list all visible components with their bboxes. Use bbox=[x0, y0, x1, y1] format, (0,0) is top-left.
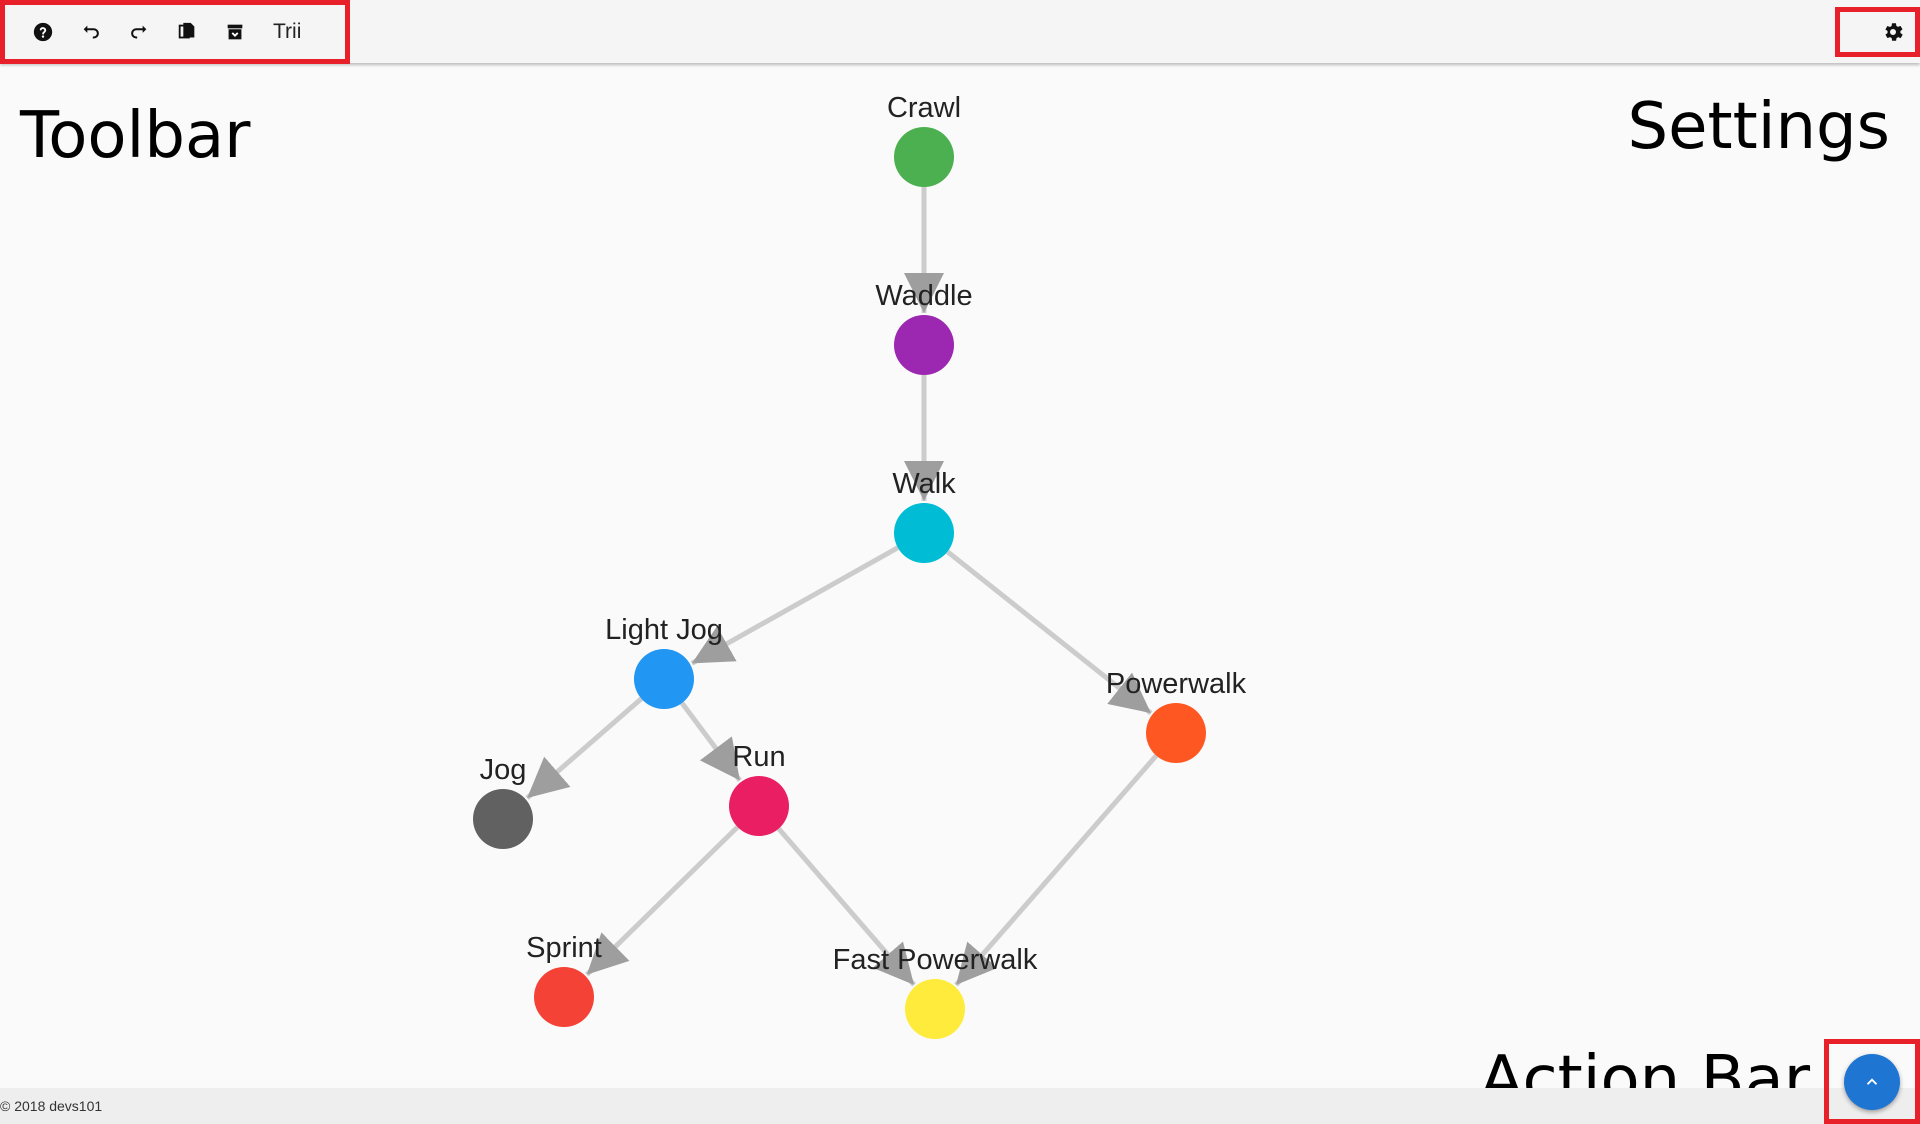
toolbar-annotation: Toolbar bbox=[20, 99, 251, 173]
node-label-run: Run bbox=[732, 741, 785, 773]
top-app-bar: Trii bbox=[0, 0, 1920, 64]
node-label-waddle: Waddle bbox=[875, 280, 972, 312]
settings-annotation: Settings bbox=[1627, 90, 1891, 164]
edge-lightjog-run bbox=[679, 701, 742, 782]
node-jog[interactable]: Jog bbox=[473, 754, 533, 849]
node-label-fastpowerwalk: Fast Powerwalk bbox=[833, 944, 1038, 976]
node-circle-lightjog[interactable] bbox=[634, 649, 694, 709]
graph-edges bbox=[525, 187, 1159, 987]
edge-walk-lightjog bbox=[690, 545, 900, 666]
node-powerwalk[interactable]: Powerwalk bbox=[1106, 668, 1247, 763]
copy-icon bbox=[178, 22, 195, 39]
node-label-jog: Jog bbox=[480, 754, 527, 786]
help-circle-icon bbox=[33, 22, 53, 42]
node-label-powerwalk: Powerwalk bbox=[1106, 668, 1247, 700]
node-circle-run[interactable] bbox=[729, 776, 789, 836]
action-bar bbox=[1824, 1039, 1920, 1124]
copyright-text: © 2018 devs101 bbox=[0, 1098, 103, 1114]
help-button[interactable] bbox=[19, 8, 67, 56]
node-fastpowerwalk[interactable]: Fast Powerwalk bbox=[833, 944, 1038, 1039]
node-label-sprint: Sprint bbox=[526, 932, 602, 964]
node-sprint[interactable]: Sprint bbox=[526, 932, 602, 1027]
node-label-lightjog: Light Jog bbox=[605, 614, 723, 646]
redo-button[interactable] bbox=[115, 8, 163, 56]
node-run[interactable]: Run bbox=[729, 741, 789, 836]
node-circle-sprint[interactable] bbox=[534, 967, 594, 1027]
archive-icon bbox=[227, 24, 243, 40]
node-label-walk: Walk bbox=[892, 468, 956, 500]
expand-action-button[interactable] bbox=[1844, 1053, 1900, 1110]
app-title[interactable]: Trii bbox=[273, 20, 302, 43]
edge-lightjog-jog bbox=[525, 696, 644, 800]
settings-area bbox=[1835, 7, 1920, 57]
node-lightjog[interactable]: Light Jog bbox=[605, 614, 723, 709]
node-circle-fastpowerwalk[interactable] bbox=[905, 979, 965, 1039]
node-walk[interactable]: Walk bbox=[892, 468, 956, 563]
node-circle-jog[interactable] bbox=[473, 789, 533, 849]
edge-run-sprint bbox=[585, 825, 740, 977]
node-circle-waddle[interactable] bbox=[894, 315, 954, 375]
gear-icon[interactable] bbox=[1881, 20, 1905, 44]
node-waddle[interactable]: Waddle bbox=[875, 280, 973, 375]
archive-button[interactable] bbox=[211, 8, 259, 56]
edge-powerwalk-fastpowerwalk bbox=[954, 753, 1159, 987]
footer: © 2018 devs101 bbox=[0, 1088, 1920, 1124]
chevron-up-icon bbox=[1866, 1077, 1878, 1085]
node-circle-crawl[interactable] bbox=[894, 127, 954, 187]
node-circle-walk[interactable] bbox=[894, 503, 954, 563]
edge-run-fastpowerwalk bbox=[776, 827, 916, 987]
undo-button[interactable] bbox=[67, 8, 115, 56]
node-label-crawl: Crawl bbox=[887, 92, 961, 124]
node-circle-powerwalk[interactable] bbox=[1146, 703, 1206, 763]
toolbar: Trii bbox=[0, 0, 350, 64]
copy-button[interactable] bbox=[163, 8, 211, 56]
node-crawl[interactable]: Crawl bbox=[887, 92, 961, 187]
undo-icon bbox=[83, 25, 99, 39]
redo-icon bbox=[131, 25, 147, 39]
edge-walk-powerwalk bbox=[945, 549, 1153, 716]
